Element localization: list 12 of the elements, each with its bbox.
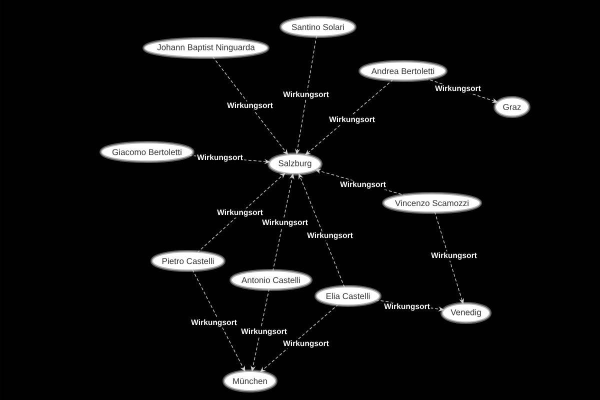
ellipse-node: Vincenzo Scamozzi — [382, 192, 482, 214]
ellipse-node: Antonio Castelli — [230, 269, 312, 291]
ellipse-node: Venedig — [440, 302, 492, 324]
ellipse-node: Andrea Bertoletti — [358, 60, 448, 82]
ellipse-node: Johann Baptist Ninguarda — [142, 37, 270, 59]
ellipse-node: München — [222, 370, 278, 392]
ellipse-node: Pietro Castelli — [150, 250, 226, 272]
ellipse-node: Graz — [494, 96, 530, 118]
ellipse-node: Salzburg — [268, 152, 322, 176]
ellipse-node: Giacomo Bertoletti — [100, 141, 194, 163]
ellipse-node: Santino Solari — [280, 16, 356, 38]
ellipse-node: Elia Castelli — [314, 285, 382, 307]
